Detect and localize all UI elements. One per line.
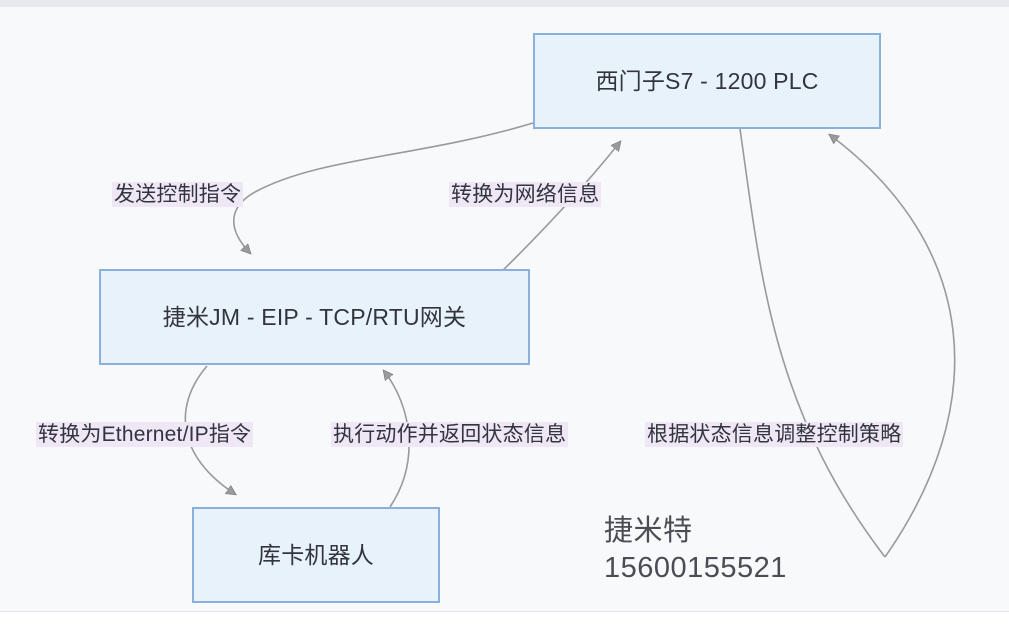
drawing-area: 西门子S7 - 1200 PLC 捷米JM - EIP - TCP/RTU网关 … xyxy=(0,7,1009,612)
watermark: 捷米特 15600155521 xyxy=(604,513,787,587)
node-gateway-label: 捷米JM - EIP - TCP/RTU网关 xyxy=(162,303,467,330)
edge-label-ethernetip-text: 转换为Ethernet/IP指令 xyxy=(36,422,254,447)
edge-label-send-text: 发送控制指令 xyxy=(112,182,244,207)
page-bottom-margin xyxy=(0,612,1009,625)
edge-label-adjust: 根据状态信息调整控制策略 xyxy=(645,422,904,447)
top-toolbar-band xyxy=(0,0,1009,7)
edge-label-network: 转换为网络信息 xyxy=(449,182,602,207)
edge-label-adjust-text: 根据状态信息调整控制策略 xyxy=(645,422,904,447)
node-gateway[interactable]: 捷米JM - EIP - TCP/RTU网关 xyxy=(99,269,530,365)
edge-label-execute-text: 执行动作并返回状态信息 xyxy=(331,422,569,447)
node-robot-label: 库卡机器人 xyxy=(258,541,374,568)
edge-label-network-text: 转换为网络信息 xyxy=(449,182,602,207)
edge-path-adjust-return xyxy=(830,135,956,558)
watermark-name: 捷米特 xyxy=(604,515,693,547)
watermark-phone: 15600155521 xyxy=(604,552,787,585)
edge-label-execute: 执行动作并返回状态信息 xyxy=(331,422,569,447)
node-robot[interactable]: 库卡机器人 xyxy=(192,507,440,603)
node-plc-label: 西门子S7 - 1200 PLC xyxy=(595,67,819,94)
node-plc[interactable]: 西门子S7 - 1200 PLC xyxy=(533,33,881,129)
edge-path-adjust xyxy=(739,128,886,558)
edge-label-ethernetip: 转换为Ethernet/IP指令 xyxy=(36,422,254,447)
edge-label-send: 发送控制指令 xyxy=(112,182,244,207)
